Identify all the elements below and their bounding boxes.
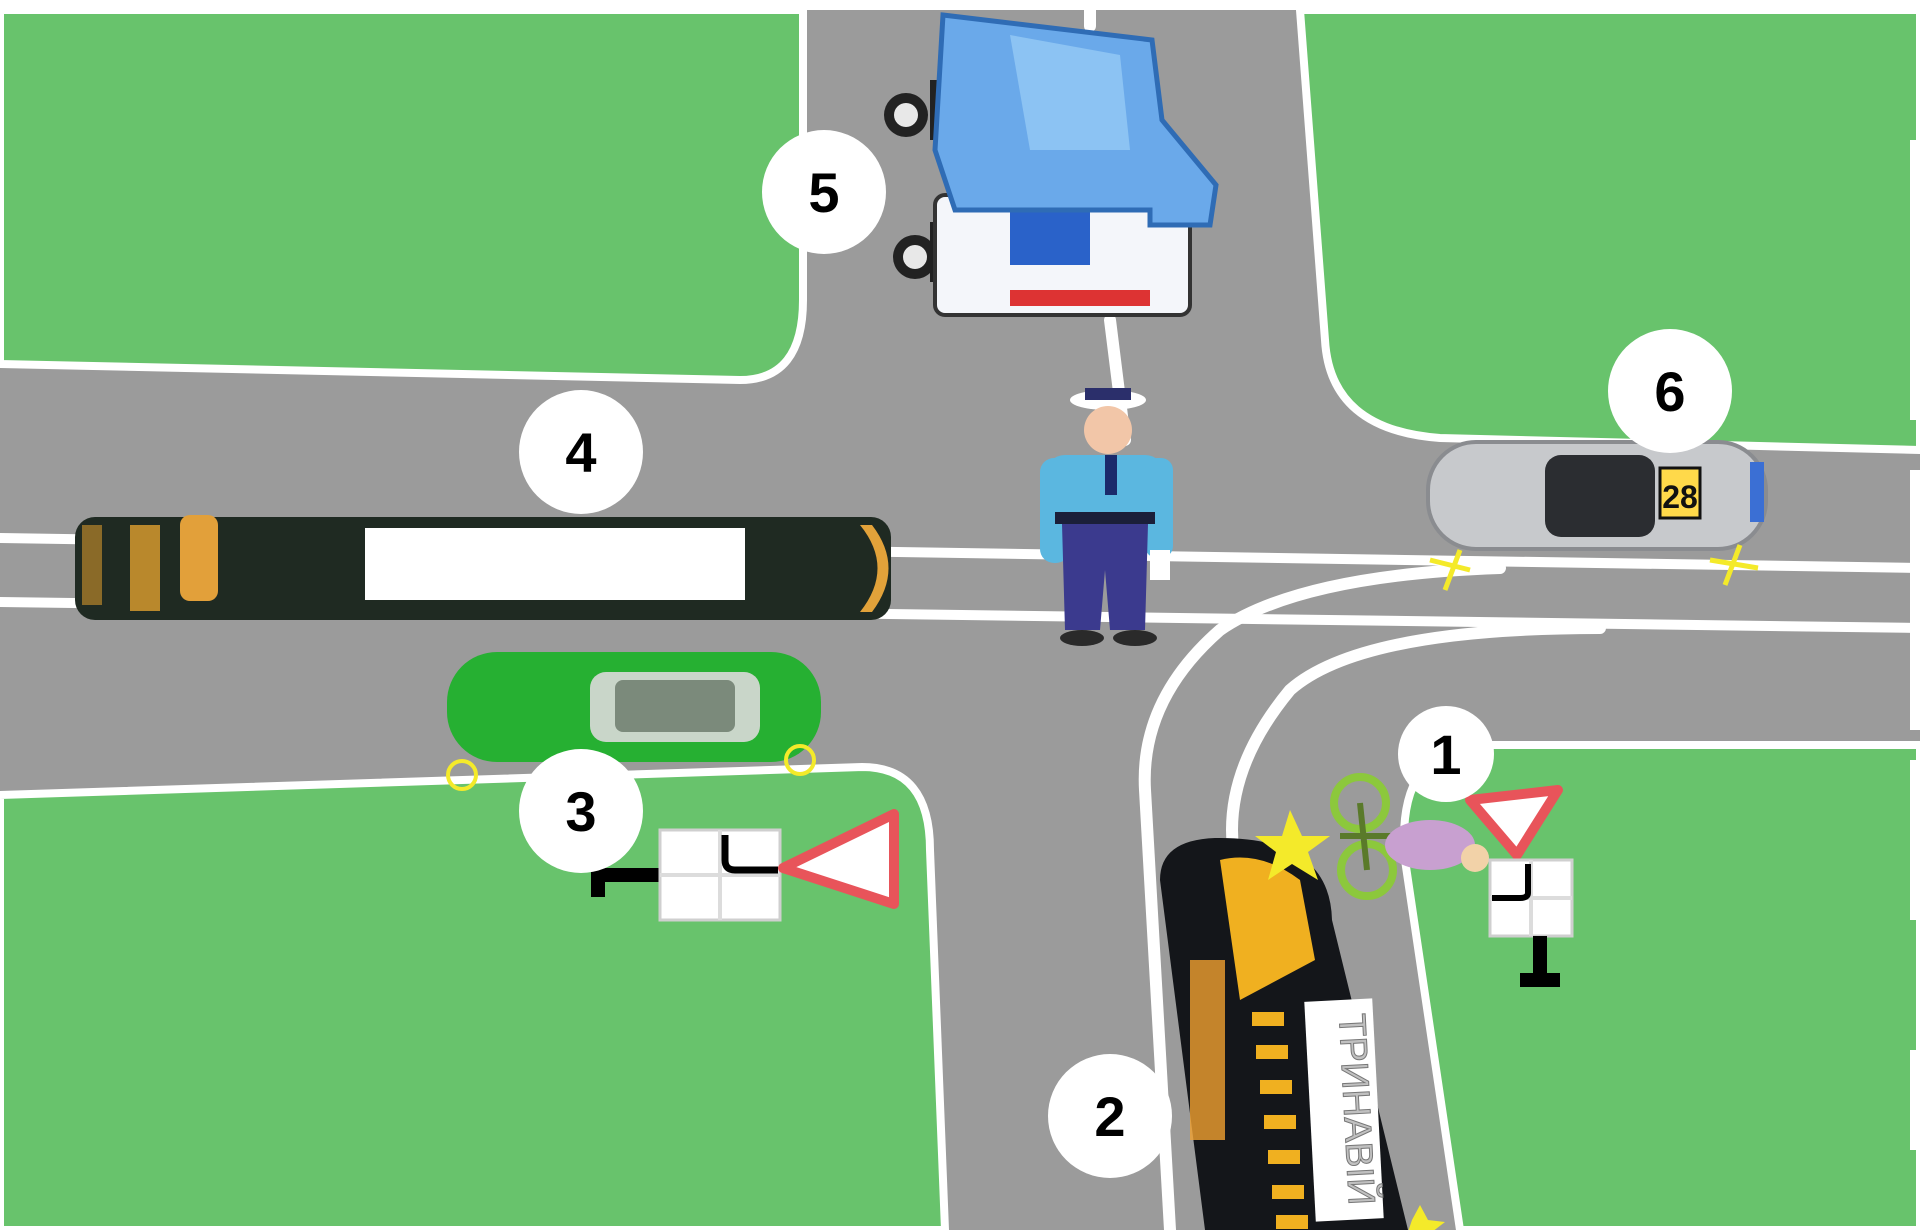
main-road-direction-plate-icon bbox=[660, 830, 780, 920]
svg-text:4: 4 bbox=[565, 421, 596, 484]
long-tram-icon bbox=[75, 515, 891, 620]
svg-text:2: 2 bbox=[1094, 1085, 1125, 1148]
label-1: 1 bbox=[1398, 706, 1494, 802]
svg-text:3: 3 bbox=[565, 780, 596, 843]
label-2: 2 bbox=[1048, 1054, 1172, 1178]
label-6: 6 bbox=[1608, 329, 1732, 453]
svg-text:5: 5 bbox=[808, 161, 839, 224]
label-3: 3 bbox=[519, 749, 643, 873]
label-4: 4 bbox=[519, 390, 643, 514]
grass-bottom-left bbox=[0, 767, 945, 1230]
label-5: 5 bbox=[762, 130, 886, 254]
svg-text:6: 6 bbox=[1654, 360, 1685, 423]
svg-text:1: 1 bbox=[1430, 723, 1461, 786]
main-road-direction-plate-icon bbox=[1490, 860, 1572, 936]
grass-top-left bbox=[0, 10, 803, 380]
race-car-number: 28 bbox=[1662, 479, 1698, 515]
vehicle-4-tram bbox=[75, 515, 891, 620]
